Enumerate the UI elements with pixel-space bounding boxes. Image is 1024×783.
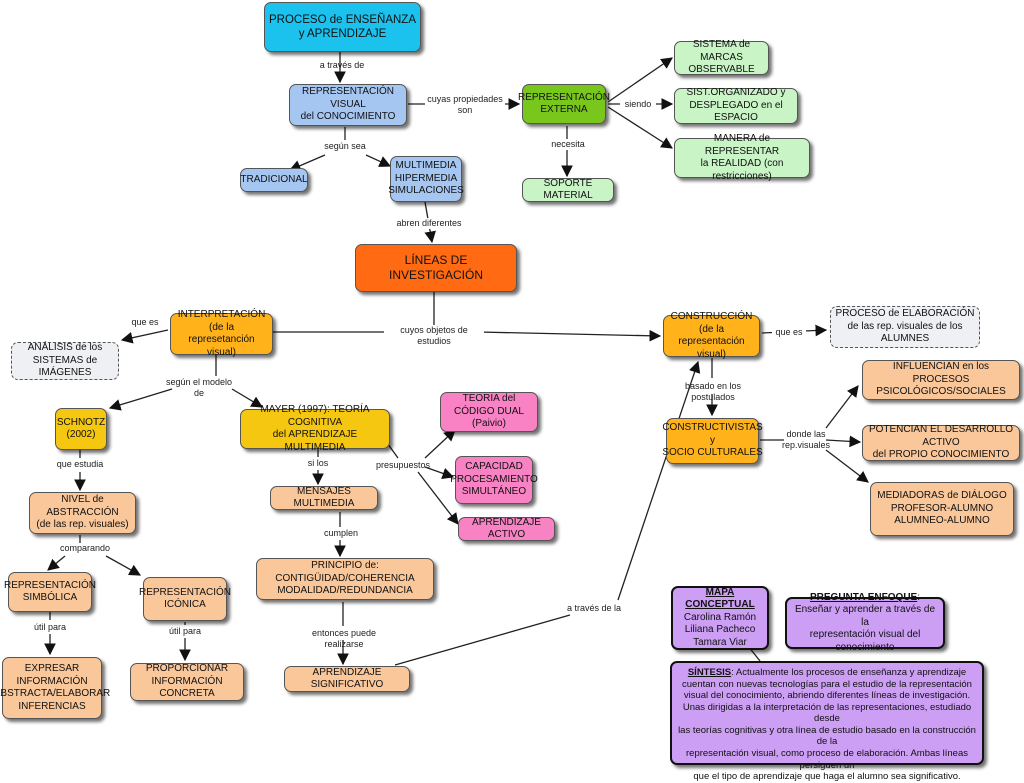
edge-mayer-codigodual bbox=[424, 429, 456, 459]
node-proceso-elaboracion[interactable]: PROCESO de ELABORACIÓN de las rep. visua… bbox=[830, 306, 980, 348]
edge-repexterna-manera bbox=[607, 106, 673, 149]
edge-repvisual-tradicional bbox=[288, 154, 326, 172]
node-mayer[interactable]: MAYER (1997): TEORÍA COGNITIVA del APREN… bbox=[240, 404, 390, 453]
sintesis-box: SÍNTESIS: Actualmente los procesos de en… bbox=[670, 661, 984, 782]
label-que-estudia: que estudia bbox=[56, 459, 104, 469]
node-constructivistas[interactable]: CONSTRUCTIVISTAS y SOCIO CULTURALES bbox=[662, 418, 763, 464]
label-cumplen: cumplen bbox=[323, 528, 359, 538]
label-necesita: necesita bbox=[548, 139, 588, 150]
label-a-traves-de: a través de bbox=[319, 60, 365, 70]
label-a-traves-de-la: a través de la bbox=[566, 603, 622, 614]
mapa-conceptual-box: MAPA CONCEPTUAL Carolina Ramón Liliana P… bbox=[671, 586, 769, 650]
node-sistema-marcas[interactable]: SISTEMA de MARCAS OBSERVABLE bbox=[674, 39, 769, 75]
node-representacion-externa[interactable]: REPRESENTACIÓN EXTERNA bbox=[518, 84, 610, 124]
sintesis-title: SÍNTESIS bbox=[687, 667, 732, 678]
node-tradicional[interactable]: TRADICIONAL bbox=[240, 168, 308, 192]
edge-lineas-construccion bbox=[477, 329, 662, 342]
node-proceso-ensenanza[interactable]: PROCESO de ENSEÑANZA y APRENDIZAJE bbox=[264, 2, 421, 52]
label-util-para-1: útil para bbox=[33, 622, 67, 632]
edge-repexterna-marcas bbox=[607, 57, 673, 103]
edge-mayer-capacidad bbox=[424, 466, 455, 479]
pregunta-enfoque-text: Enseñar y aprender a través de la repres… bbox=[794, 604, 936, 653]
node-capacidad-procesamiento[interactable]: CAPACIDAD PROCESAMIENTO SIMULTÁNEO bbox=[450, 456, 538, 504]
node-aprendizaje-activo[interactable]: APRENDIZAJE ACTIVO bbox=[458, 517, 555, 541]
label-segun-sea: según sea bbox=[324, 141, 366, 151]
mapa-conceptual-authors: Carolina Ramón Liliana Pacheco Tamara Vi… bbox=[683, 611, 757, 648]
edge-constructivistas-potencian bbox=[825, 435, 862, 448]
node-construccion[interactable]: CONSTRUCCIÓN (de la representación visua… bbox=[663, 311, 760, 360]
label-cuyas-propiedades: cuyas propiedades son bbox=[425, 94, 505, 116]
edge-aprendizajesignif-construccion bbox=[617, 360, 701, 601]
label-presupuestos: presupuestos bbox=[376, 460, 431, 470]
label-abren-diferentes: abren diferentes bbox=[395, 218, 463, 229]
node-analisis-imagenes[interactable]: ANÁLISIS de los SISTEMAS de IMÁGENES bbox=[11, 342, 119, 380]
node-aprendizaje-significativo[interactable]: APRENDIZAJE SIGNIFICATIVO bbox=[284, 666, 410, 692]
node-proporcionar-informacion[interactable]: PROPORCIONAR INFORMACIÓN CONCRETA bbox=[130, 663, 244, 701]
label-basado-en: basado en los postulados bbox=[684, 381, 742, 402]
label-segun-modelo: según el modelo de bbox=[165, 377, 233, 398]
node-mensajes-multimedia[interactable]: MENSAJES MULTIMEDIA bbox=[270, 486, 378, 510]
pregunta-enfoque-colon: : bbox=[917, 591, 920, 603]
node-codigo-dual[interactable]: TEORIA del CÓDIGO DUAL (Paivio) bbox=[440, 392, 538, 432]
node-influencian[interactable]: INFLUENCIAN en los PROCESOS PSICOLÓGICOS… bbox=[862, 360, 1020, 400]
label-comparando: comparando bbox=[59, 543, 111, 553]
label-util-para-2: útil para bbox=[168, 626, 202, 636]
node-mediadoras[interactable]: MEDIADORAS de DIÁLOGO PROFESOR-ALUMNO AL… bbox=[870, 482, 1014, 536]
label-que-es-right: que es bbox=[772, 327, 806, 338]
edge-nivel-simbolica bbox=[47, 555, 66, 571]
edge-nivel-iconica bbox=[105, 555, 142, 576]
edge-constructivistas-mediadoras bbox=[825, 449, 869, 483]
edge-interpretacion-schnotz bbox=[108, 388, 173, 411]
node-representacion-simbolica[interactable]: REPRESENTACIÓN SIMBÓLICA bbox=[4, 572, 96, 612]
pregunta-enfoque-title: PREGUNTA ENFOQUE bbox=[809, 591, 918, 603]
node-multimedia[interactable]: MULTIMEDIA HIPERMEDIA SIMULACIONES bbox=[388, 156, 464, 202]
edge-repvisual-multimedia bbox=[365, 154, 392, 167]
label-donde-las: donde las rep.visuales bbox=[782, 429, 831, 450]
node-nivel-abstraccion[interactable]: NIVEL de ABSTRACCIÓN (de las rep. visual… bbox=[29, 492, 136, 534]
node-lineas-investigacion[interactable]: LÍNEAS DE INVESTIGACIÓN bbox=[355, 244, 517, 292]
node-representacion-iconica[interactable]: REPRESENTACIÓN ICÓNICA bbox=[139, 577, 231, 621]
label-entonces: entonces puede realizarse bbox=[311, 628, 377, 649]
node-manera-representar[interactable]: MANERA de REPRESENTAR la REALIDAD (con r… bbox=[674, 133, 810, 182]
node-principio[interactable]: PRINCIPIO de: CONTIGÜIDAD/COHERENCIA MOD… bbox=[256, 558, 434, 600]
node-representacion-visual[interactable]: REPRESENTACIÓN VISUAL del CONOCIMIENTO bbox=[289, 84, 407, 126]
edge-constructivistas-influencian bbox=[825, 385, 859, 429]
edge-mayer-aprendizajeactivo bbox=[417, 471, 459, 525]
pregunta-enfoque-box: PREGUNTA ENFOQUE: Enseñar y aprender a t… bbox=[785, 592, 945, 653]
label-siendo: siendo bbox=[620, 99, 656, 110]
label-que-es-left: que es bbox=[131, 317, 159, 327]
edge-interpretacion-mayer bbox=[231, 388, 264, 408]
sintesis-text: : Actualmente los procesos de enseñanza … bbox=[678, 667, 976, 783]
node-sistema-organizado[interactable]: SIST.ORGANIZADO y DESPLEGADO en el ESPAC… bbox=[674, 87, 798, 124]
node-schnotz[interactable]: SCHNOTZ (2002) bbox=[55, 408, 107, 450]
mapa-conceptual-title: MAPA CONCEPTUAL bbox=[685, 586, 755, 611]
node-potencian[interactable]: POTENCIAN EL DESARROLLO ACTIVO del PROPI… bbox=[862, 424, 1020, 461]
label-cuyos-objetos: cuyos objetos de estudios bbox=[384, 325, 484, 347]
node-interpretacion[interactable]: INTERPRETACIÓN (de la represetanción vis… bbox=[170, 309, 273, 358]
edge-interpretacion-analisis bbox=[120, 329, 169, 344]
label-si-los: si los bbox=[307, 458, 329, 468]
node-soporte-material[interactable]: SOPORTE MATERIAL bbox=[522, 178, 614, 202]
node-expresar-informacion[interactable]: EXPRESAR INFORMACIÓN ABSTRACTA/ELABORAR … bbox=[0, 657, 110, 719]
